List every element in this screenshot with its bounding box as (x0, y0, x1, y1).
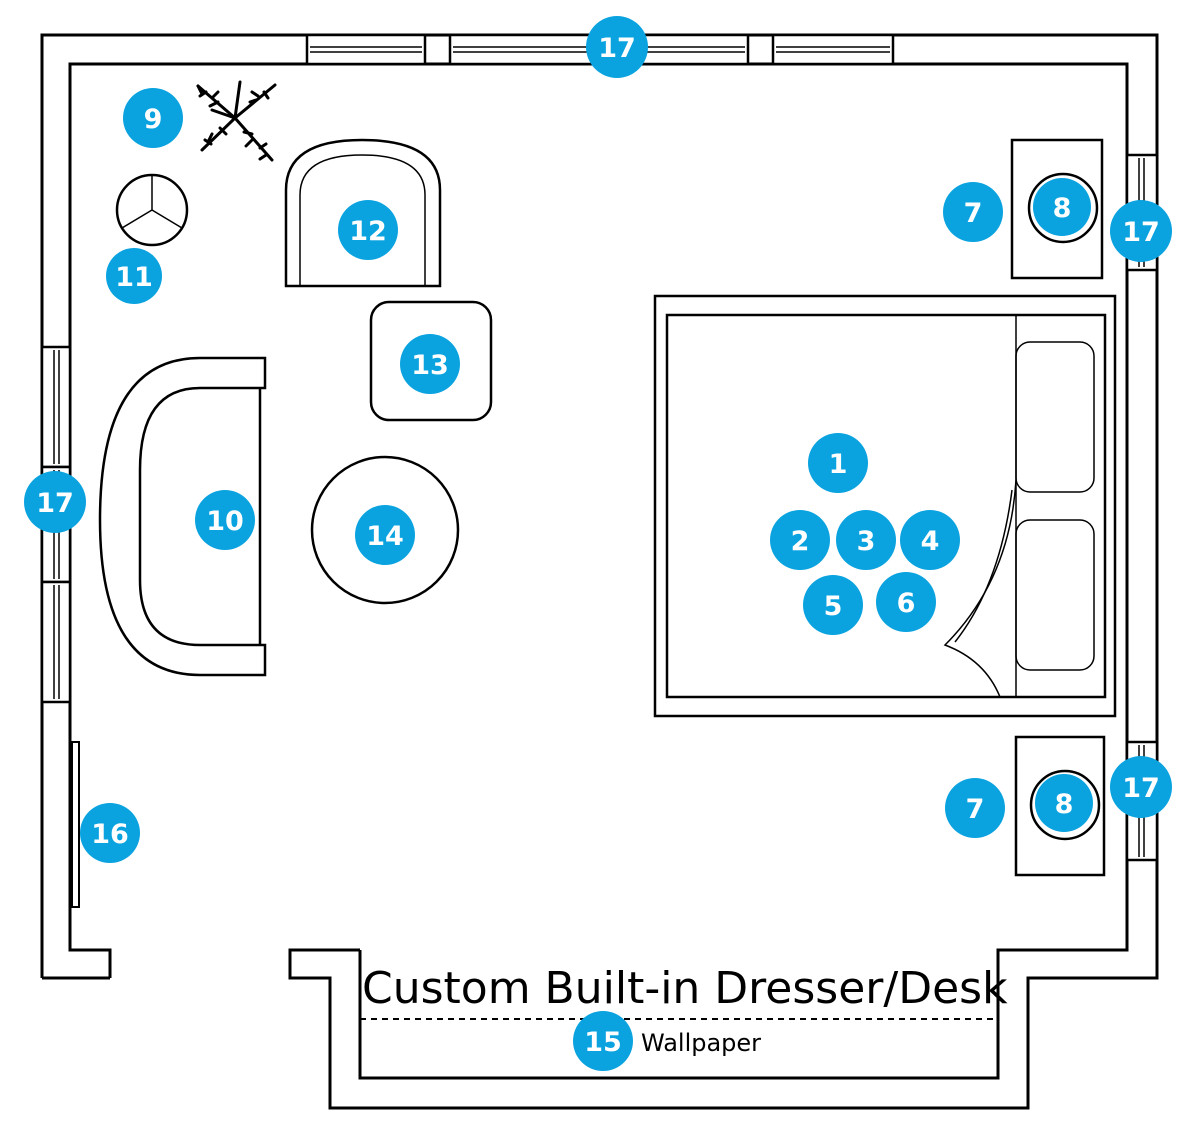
svg-text:17: 17 (1122, 773, 1160, 804)
svg-text:12: 12 (349, 216, 387, 247)
bed (653, 294, 1117, 718)
markers: 1 2 3 4 5 6 7 7 8 8 9 10 11 12 13 14 15 … (24, 16, 1172, 1071)
marker-13[interactable]: 13 (400, 334, 460, 394)
marker-8-top[interactable]: 8 (1033, 178, 1091, 236)
svg-text:5: 5 (824, 591, 843, 622)
marker-3[interactable]: 3 (836, 510, 896, 570)
svg-text:3: 3 (857, 526, 876, 557)
plant-icon (196, 80, 277, 162)
svg-text:8: 8 (1053, 193, 1072, 224)
marker-10[interactable]: 10 (195, 490, 255, 550)
marker-15[interactable]: 15 (573, 1011, 633, 1071)
svg-text:17: 17 (598, 33, 636, 64)
svg-text:7: 7 (964, 198, 983, 229)
svg-text:15: 15 (584, 1027, 622, 1058)
marker-16[interactable]: 16 (80, 803, 140, 863)
window-top-3 (771, 33, 895, 66)
marker-1[interactable]: 1 (808, 433, 868, 493)
svg-text:11: 11 (115, 262, 153, 293)
marker-17-left[interactable]: 17 (24, 471, 86, 533)
window-top-1 (305, 33, 427, 66)
marker-4[interactable]: 4 (900, 510, 960, 570)
marker-8-bottom[interactable]: 8 (1035, 774, 1093, 832)
marker-14[interactable]: 14 (355, 505, 415, 565)
svg-text:14: 14 (366, 521, 404, 552)
svg-text:17: 17 (36, 488, 74, 519)
sofa-10 (98, 356, 267, 677)
svg-text:2: 2 (791, 526, 810, 557)
svg-text:8: 8 (1055, 789, 1074, 820)
marker-9[interactable]: 9 (123, 88, 183, 148)
svg-text:13: 13 (411, 350, 449, 381)
window-left-3 (40, 580, 72, 704)
pillow-top (1015, 341, 1095, 493)
svg-text:6: 6 (897, 588, 916, 619)
marker-7-bottom[interactable]: 7 (945, 778, 1005, 838)
door-panel (71, 741, 80, 908)
inner-wall (68, 62, 1129, 1080)
marker-5[interactable]: 5 (803, 575, 863, 635)
marker-6[interactable]: 6 (876, 572, 936, 632)
wallpaper-label: Wallpaper (641, 1029, 761, 1057)
svg-text:7: 7 (966, 794, 985, 825)
svg-text:4: 4 (921, 526, 940, 557)
pillow-bottom (1015, 519, 1095, 671)
svg-text:1: 1 (829, 449, 848, 480)
svg-text:16: 16 (91, 819, 129, 850)
svg-text:17: 17 (1122, 217, 1160, 248)
svg-text:10: 10 (206, 506, 244, 537)
marker-17-right-top[interactable]: 17 (1110, 200, 1172, 262)
marker-17-right-bottom[interactable]: 17 (1110, 756, 1172, 818)
svg-text:9: 9 (144, 104, 163, 135)
marker-12[interactable]: 12 (338, 200, 398, 260)
marker-11[interactable]: 11 (106, 248, 162, 304)
side-table-11 (115, 173, 189, 247)
built-in-label: Custom Built-in Dresser/Desk (362, 963, 1008, 1014)
marker-2[interactable]: 2 (770, 510, 830, 570)
marker-7-top[interactable]: 7 (943, 182, 1003, 242)
window-left-1 (40, 345, 72, 469)
marker-17-top[interactable]: 17 (586, 16, 648, 78)
